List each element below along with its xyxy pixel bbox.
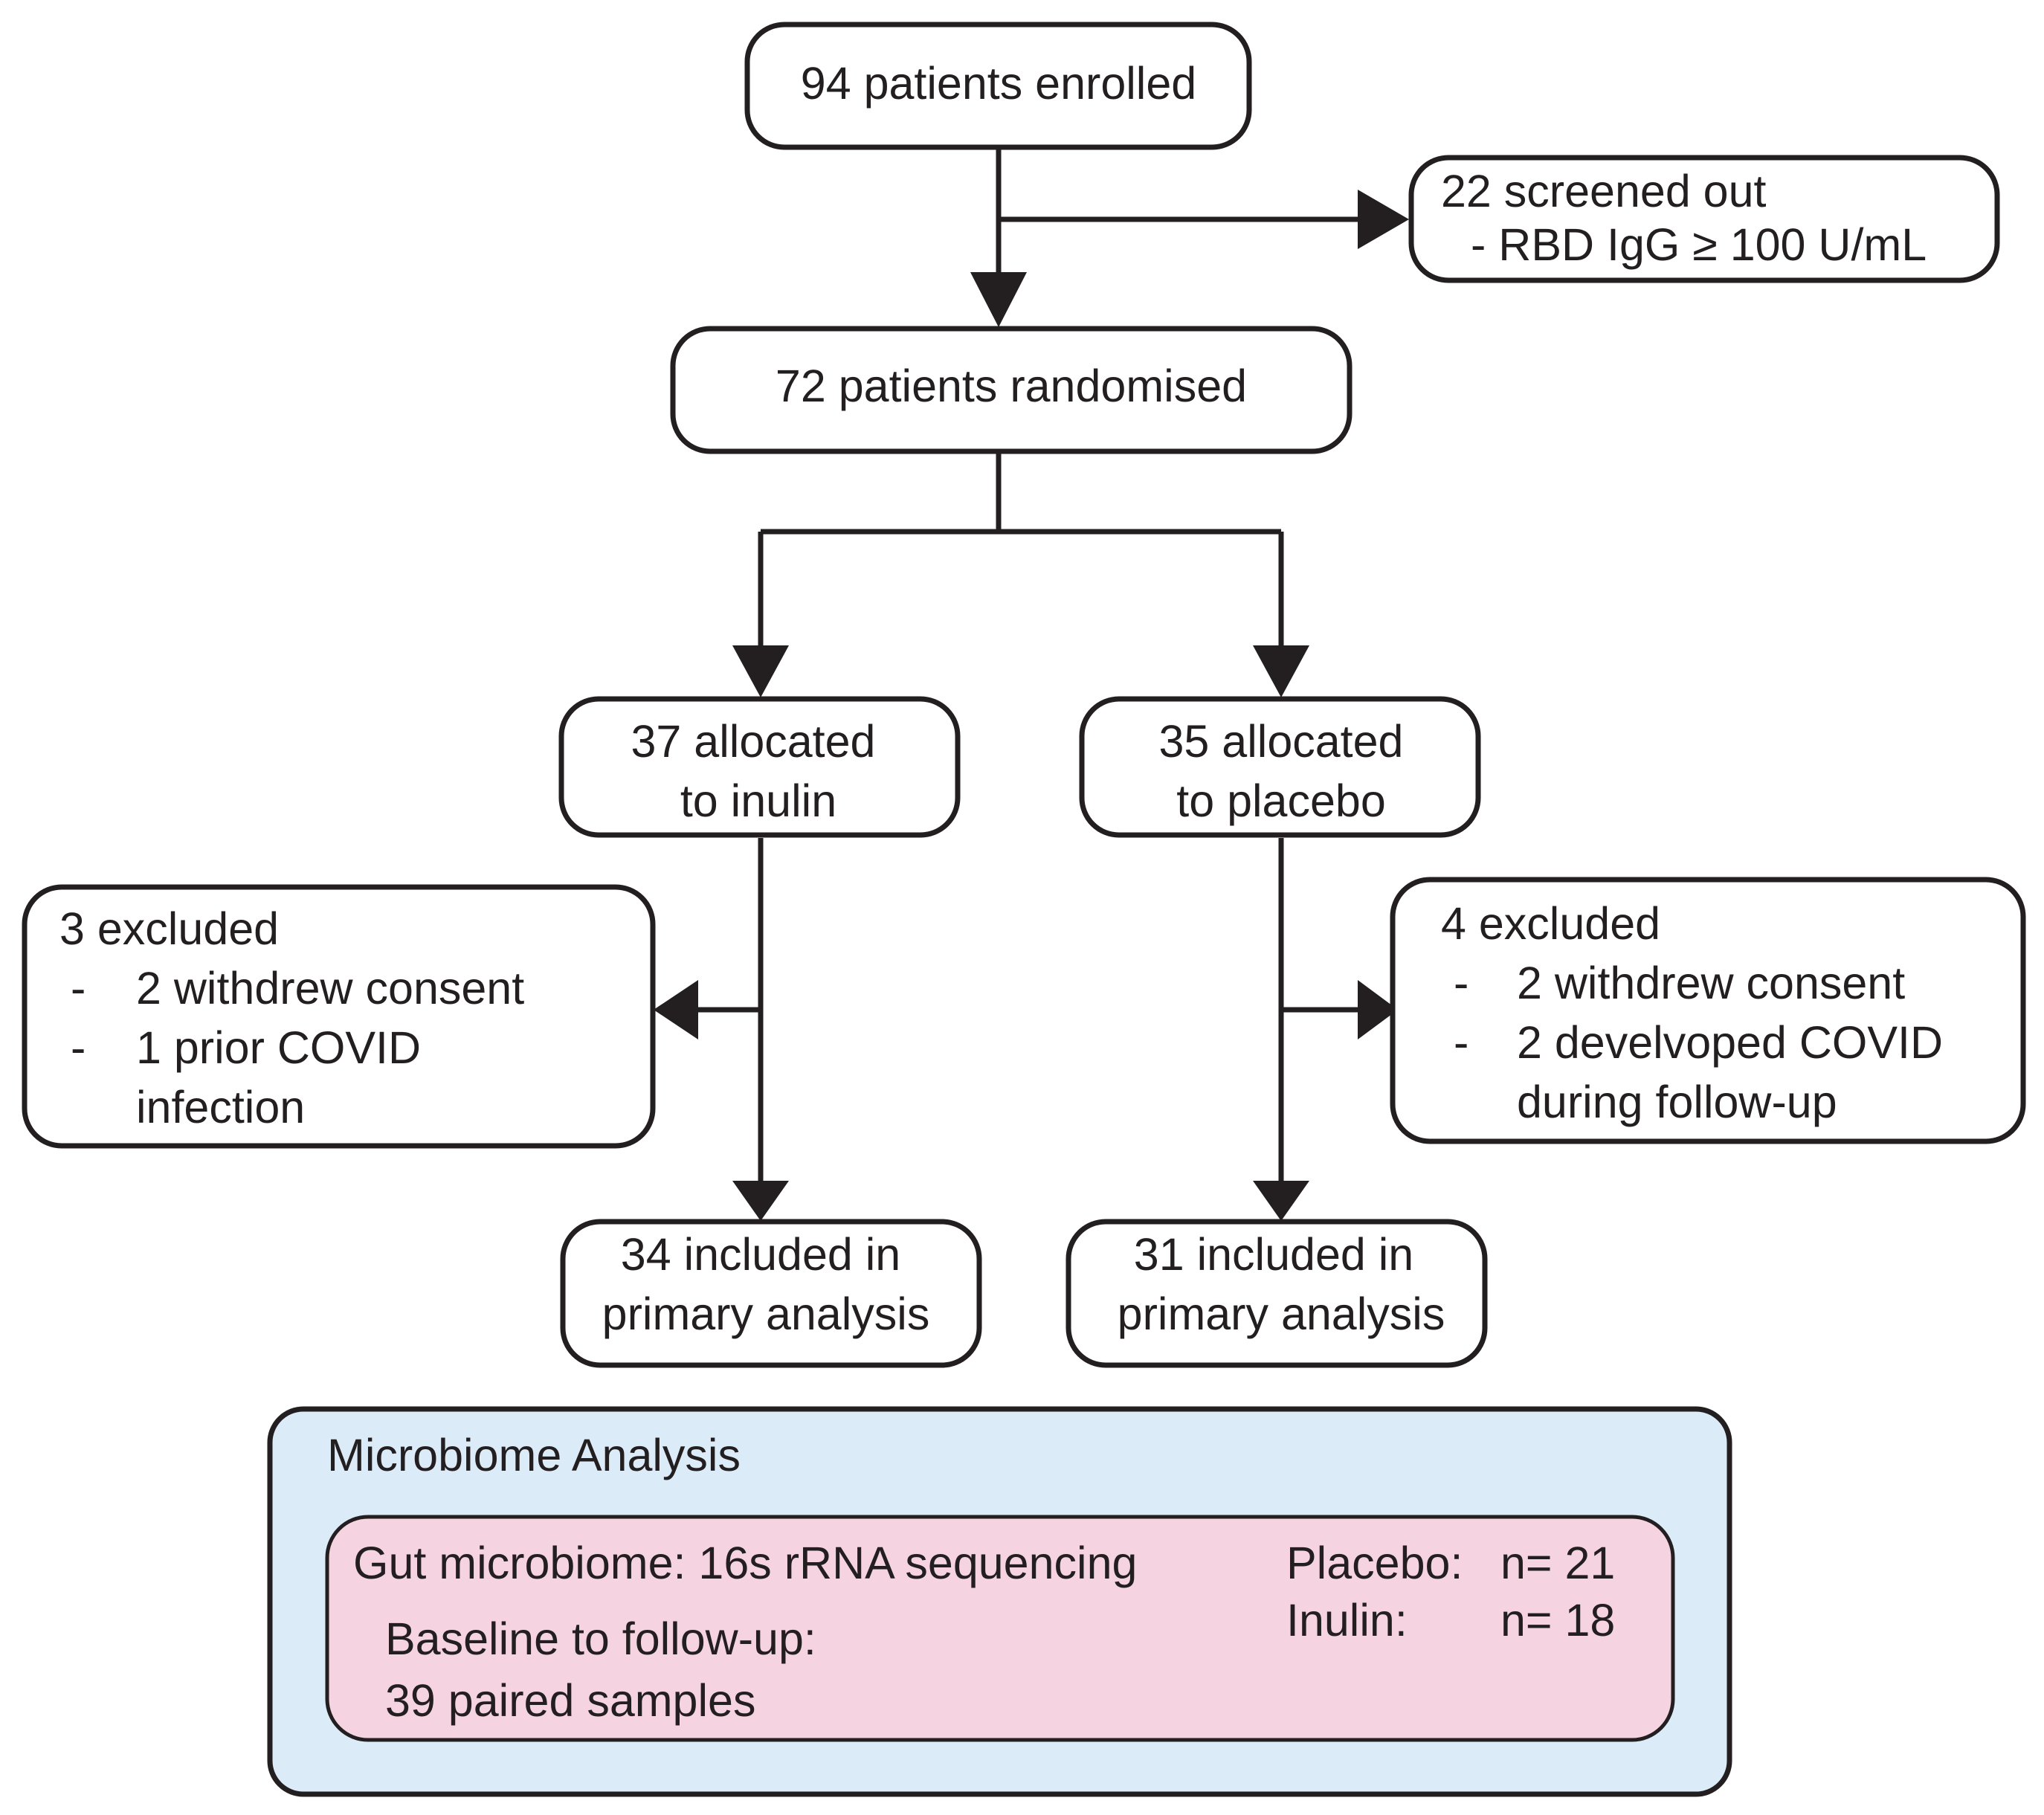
inulin-included-line2: primary analysis bbox=[602, 1289, 930, 1339]
randomised-label: 72 patients randomised bbox=[776, 361, 1247, 411]
placebo-excluded-title: 4 excluded bbox=[1441, 898, 1660, 949]
microbiome-title: Microbiome Analysis bbox=[327, 1430, 741, 1480]
placebo-included-line1: 31 included in bbox=[1134, 1229, 1413, 1280]
inulin-excluded-item-2: 1 prior COVID bbox=[136, 1022, 421, 1073]
microbiome-method: Gut microbiome: 16s rRNA sequencing bbox=[353, 1538, 1137, 1588]
inulin-included-line1: 34 included in bbox=[621, 1229, 900, 1280]
arrowhead-placebo-excluded bbox=[1358, 980, 1398, 1039]
microbiome-group-label-placebo: Placebo: bbox=[1286, 1538, 1463, 1588]
placebo-allocation-line2: to placebo bbox=[1176, 776, 1386, 826]
microbiome-group-value-placebo: n= 21 bbox=[1500, 1538, 1615, 1588]
arrowhead-inulin-excluded bbox=[654, 980, 698, 1039]
inulin-allocation-line1: 37 allocated bbox=[631, 716, 876, 767]
inulin-excluded-dash-1: - bbox=[71, 963, 86, 1013]
inulin-excluded-continuation: infection bbox=[136, 1082, 305, 1132]
placebo-excluded-item-1: 2 withdrew consent bbox=[1517, 958, 1905, 1008]
arrowheads bbox=[654, 190, 1409, 1221]
arrowhead-screened-out bbox=[1358, 190, 1409, 249]
box-placebo-allocation: 35 allocated to placebo bbox=[1079, 696, 1481, 838]
enrolled-label: 94 patients enrolled bbox=[801, 58, 1196, 109]
box-screened-out: 22 screened out - RBD IgG ≥ 100 U/mL bbox=[1408, 155, 2000, 283]
inulin-excluded-title: 3 excluded bbox=[59, 903, 279, 954]
inulin-allocation-line2: to inulin bbox=[680, 776, 836, 826]
arrowhead-placebo-included bbox=[1253, 1181, 1309, 1221]
screened-out-title: 22 screened out bbox=[1441, 166, 1767, 216]
arrowhead-placebo-alloc bbox=[1253, 645, 1309, 697]
microbiome-baseline-line2: 39 paired samples bbox=[385, 1675, 755, 1726]
box-placebo-included: 31 included in primary analysis bbox=[1065, 1219, 1488, 1368]
screened-out-criterion: - RBD IgG ≥ 100 U/mL bbox=[1471, 219, 1927, 270]
box-randomised: 72 patients randomised bbox=[670, 326, 1353, 454]
inulin-excluded-item-1: 2 withdrew consent bbox=[136, 963, 524, 1013]
arrowhead-inulin-included bbox=[732, 1181, 789, 1221]
microbiome-group-label-inulin: Inulin: bbox=[1286, 1595, 1408, 1645]
box-inulin-included: 34 included in primary analysis bbox=[560, 1219, 982, 1368]
placebo-excluded-dash-2: - bbox=[1454, 1017, 1468, 1068]
placebo-excluded-continuation: during follow-up bbox=[1517, 1077, 1837, 1127]
arrowhead-randomised bbox=[970, 272, 1027, 327]
placebo-excluded-dash-1: - bbox=[1454, 958, 1468, 1008]
connectors bbox=[695, 149, 1361, 1184]
box-placebo-excluded: 4 excluded - 2 withdrew consent - 2 deve… bbox=[1390, 877, 2026, 1144]
box-enrolled: 94 patients enrolled bbox=[744, 22, 1252, 150]
box-inulin-excluded: 3 excluded - 2 withdrew consent - 1 prio… bbox=[22, 884, 656, 1149]
arrowhead-inulin-alloc bbox=[732, 645, 789, 697]
inulin-excluded-dash-2: - bbox=[71, 1022, 86, 1073]
microbiome-group-value-inulin: n= 18 bbox=[1500, 1595, 1615, 1645]
placebo-included-line2: primary analysis bbox=[1118, 1289, 1445, 1339]
microbiome-panel: Microbiome Analysis Gut microbiome: 16s … bbox=[267, 1406, 1732, 1797]
placebo-allocation-line1: 35 allocated bbox=[1159, 716, 1404, 767]
microbiome-baseline-line1: Baseline to follow-up: bbox=[385, 1613, 816, 1664]
placebo-excluded-item-2: 2 develvoped COVID bbox=[1517, 1017, 1943, 1068]
microbiome-inner-box bbox=[325, 1515, 1675, 1742]
box-inulin-allocation: 37 allocated to inulin bbox=[558, 696, 961, 838]
